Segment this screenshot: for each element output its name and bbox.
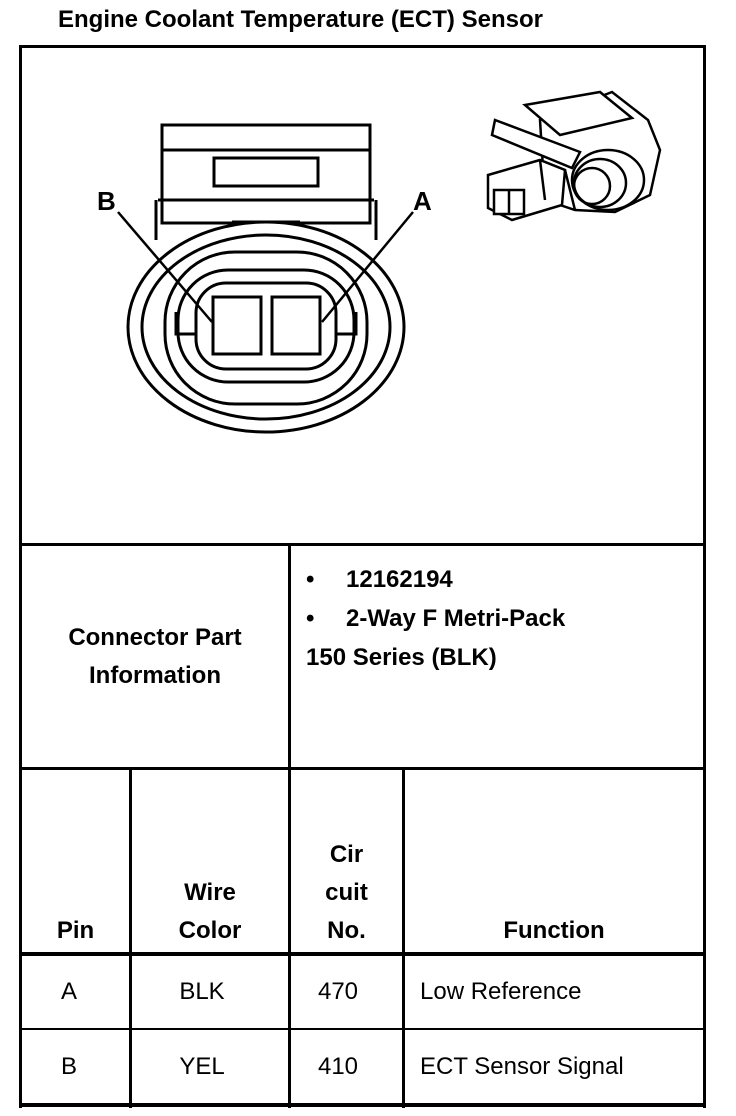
- connector-diagram: B A: [97, 90, 662, 434]
- header-function-text: Function: [503, 917, 605, 944]
- row-a-pin: A: [60, 978, 77, 1005]
- header-circuit: Cir cuit No.: [291, 770, 402, 952]
- row-b-pin: B: [60, 1052, 77, 1080]
- row-a-circuit: 470: [317, 978, 359, 1005]
- border-right: [703, 45, 706, 1108]
- pin-a-label: A: [413, 186, 432, 216]
- row-b-circuit: 410: [317, 1052, 359, 1080]
- row-a-color: BLK: [179, 978, 225, 1005]
- divider-header: [19, 952, 706, 956]
- connector-info-values: •12162194 •2-Way F Metri-Pack 150 Series…: [306, 560, 565, 677]
- header-wire-color-line2: Color: [178, 917, 242, 944]
- divider-row: [19, 1028, 706, 1030]
- connector-info-label: Connector Part Information: [22, 546, 288, 767]
- header-wire-color-line1: Wire: [184, 879, 236, 906]
- pin-callout-lines: [117, 211, 414, 323]
- divider-function-column: [402, 767, 405, 1108]
- connector-face-icon: [126, 123, 406, 434]
- border-bottom: [19, 1103, 706, 1107]
- row-a-function: Low Reference: [420, 978, 582, 1005]
- row-b-color: YEL: [179, 1052, 225, 1080]
- list-item: •2-Way F Metri-Pack: [306, 605, 566, 632]
- header-pin: Pin: [22, 770, 129, 952]
- border-top: [19, 45, 706, 48]
- divider-pin-column: [129, 767, 132, 1108]
- pin-b-label: B: [97, 186, 116, 216]
- header-circuit-line2: cuit: [325, 879, 368, 906]
- header-circuit-line1: Cir: [329, 841, 364, 868]
- connector-info-label-line1: Connector Part: [68, 623, 242, 651]
- header-circuit-line3: No.: [327, 917, 366, 944]
- part-number: 12162194: [346, 566, 453, 593]
- border-left: [19, 45, 22, 1108]
- connector-type: 2-Way F Metri-Pack: [346, 605, 566, 632]
- header-wire-color: Wire Color: [132, 770, 288, 952]
- page-title: Engine Coolant Temperature (ECT) Sensor: [58, 6, 543, 33]
- divider-diagram: [19, 543, 706, 546]
- divider-info-column: [288, 543, 291, 1108]
- header-pin-text: Pin: [56, 917, 95, 944]
- row-b-function: ECT Sensor Signal: [420, 1052, 624, 1080]
- list-item: •12162194: [306, 566, 453, 593]
- header-function: Function: [405, 770, 703, 952]
- connector-series: 150 Series (BLK): [306, 644, 497, 671]
- divider-connector-info: [19, 767, 706, 770]
- connector-info-label-line2: Information: [89, 661, 221, 689]
- connector-3d-view-icon: [486, 90, 662, 222]
